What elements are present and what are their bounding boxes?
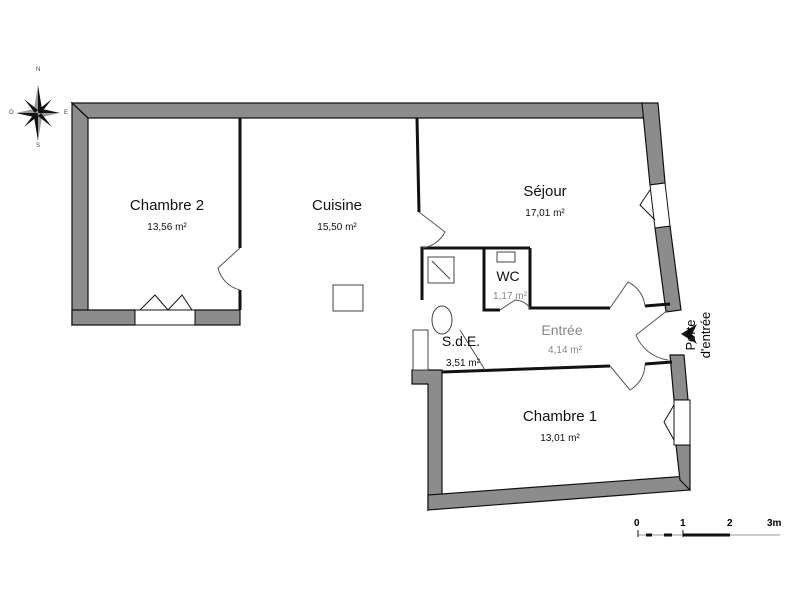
compass-south: S bbox=[36, 143, 41, 149]
scale-bar bbox=[637, 530, 780, 537]
wall-bottom-left-2 bbox=[194, 309, 241, 326]
compass-east: E bbox=[64, 110, 69, 116]
toilet bbox=[496, 251, 516, 263]
appliance bbox=[412, 329, 429, 371]
scale-tick-3: 3m bbox=[767, 518, 782, 529]
entrance-label: Porte d'entrée bbox=[683, 305, 713, 365]
room-name-entree: Entrée bbox=[541, 322, 583, 338]
window-sejour bbox=[649, 182, 671, 229]
window-chambre1 bbox=[673, 399, 691, 446]
wall-lower-bottom bbox=[427, 475, 691, 511]
room-name-cuisine: Cuisine bbox=[311, 197, 363, 214]
wall-right-1 bbox=[641, 102, 666, 186]
entrance-door bbox=[635, 309, 669, 361]
washbasin bbox=[431, 305, 453, 335]
scale-tick-1: 1 bbox=[680, 518, 686, 529]
scale-tick-0: 0 bbox=[634, 518, 640, 529]
wall-top bbox=[70, 102, 646, 119]
compass-north: N bbox=[36, 67, 41, 73]
room-area-sde: 3,51 m² bbox=[446, 358, 480, 369]
room-name-chambre-1: Chambre 1 bbox=[522, 408, 598, 425]
room-name-wc: WC bbox=[496, 268, 520, 284]
wall-lower-left bbox=[411, 369, 443, 512]
entrance-label-line1: Porte bbox=[683, 319, 698, 351]
fixtures bbox=[332, 251, 516, 371]
room-area-wc: 1,17 m² bbox=[493, 291, 527, 302]
window-chambre2 bbox=[134, 309, 196, 326]
compass-west: O bbox=[9, 110, 14, 116]
entrance-arrow-icon bbox=[681, 324, 697, 344]
kitchen-sink bbox=[332, 284, 364, 312]
room-area-cuisine: 15,50 m² bbox=[317, 222, 357, 233]
room-area-entree: 4,14 m² bbox=[548, 345, 582, 356]
windows bbox=[134, 182, 691, 446]
room-area-sejour: 17,01 m² bbox=[525, 208, 565, 219]
room-name-chambre-2: Chambre 2 bbox=[129, 197, 205, 214]
room-area-chambre-1: 13,01 m² bbox=[540, 433, 580, 444]
wall-right-2 bbox=[654, 225, 682, 313]
room-name-sde: S.d.E. bbox=[441, 333, 481, 349]
scale-tick-2: 2 bbox=[727, 518, 733, 529]
compass-rose-icon bbox=[16, 85, 60, 141]
doors bbox=[217, 211, 669, 391]
room-area-chambre-2: 13,56 m² bbox=[147, 222, 187, 233]
room-name-sejour: Séjour bbox=[523, 183, 567, 200]
wall-bottom-left-1 bbox=[71, 309, 136, 326]
entrance-label-line2: d'entrée bbox=[698, 311, 713, 359]
wall-left bbox=[71, 101, 89, 327]
